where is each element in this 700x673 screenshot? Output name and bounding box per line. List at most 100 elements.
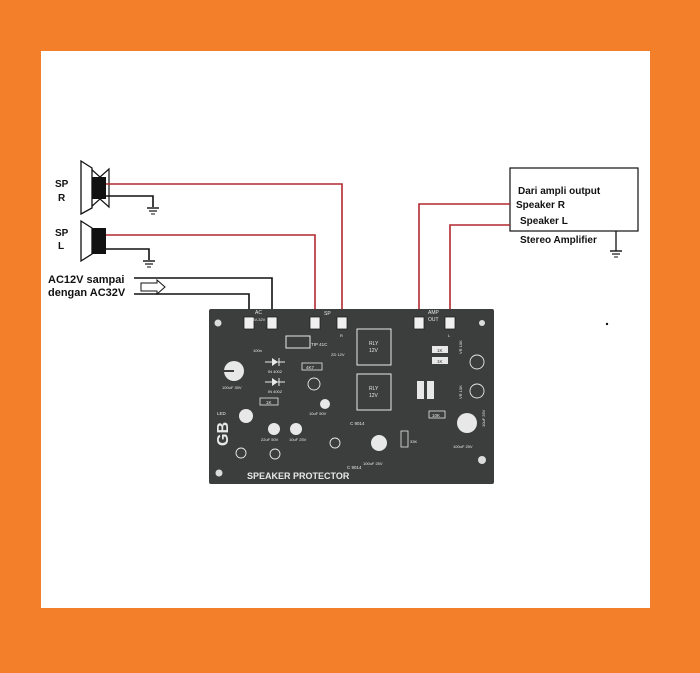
amp-speaker-l: Speaker L bbox=[520, 216, 568, 227]
sp-r-label-1: SP bbox=[55, 179, 69, 190]
pcb-logo: GB bbox=[215, 422, 232, 446]
mount-hole bbox=[215, 469, 223, 477]
amplifier-box bbox=[509, 167, 639, 232]
speaker-r bbox=[80, 159, 110, 216]
vr-2-label: VR 10K bbox=[458, 385, 463, 399]
cap-100-25b bbox=[457, 413, 477, 433]
relay-1-label: RLY bbox=[369, 341, 379, 347]
cap-10-label: 10uF 25V bbox=[289, 437, 307, 442]
mount-hole bbox=[214, 319, 222, 327]
pcb-l-mark: L bbox=[448, 333, 451, 338]
pcb-sp-label: SP bbox=[324, 311, 331, 317]
relay-2-label: RLY bbox=[369, 386, 379, 392]
sp-l-label-2: L bbox=[58, 241, 64, 252]
amp-l-wire bbox=[449, 224, 510, 317]
resistor-1k-b bbox=[432, 357, 448, 364]
cap-big-label: 100uF 35V bbox=[222, 385, 242, 390]
led-label: LED bbox=[217, 411, 227, 416]
cap-100-25-label: 100uF 25V bbox=[363, 461, 383, 466]
speaker-l bbox=[80, 219, 106, 263]
pcb-amp-label: AMP bbox=[428, 310, 440, 316]
mount-hole bbox=[478, 456, 486, 464]
pcb-r-mark: R bbox=[340, 333, 343, 338]
ac-label-1: AC12V sampai bbox=[48, 274, 124, 286]
resistor-33k bbox=[400, 430, 409, 448]
sp-l-ground-wire bbox=[106, 248, 150, 260]
tip41c-label: TIP 41C bbox=[311, 342, 328, 347]
amp-r-wire bbox=[418, 203, 510, 317]
resistor-10k bbox=[428, 410, 446, 419]
terminal-amp-l bbox=[444, 316, 456, 330]
ac-arrow-icon bbox=[140, 278, 166, 296]
diode-2 bbox=[265, 378, 285, 386]
speaker-r-body bbox=[92, 177, 106, 199]
transistor-left-2 bbox=[269, 448, 281, 460]
relay-1 bbox=[356, 328, 392, 366]
zd-label: ZD 12V bbox=[331, 352, 345, 357]
resistor-4k7 bbox=[301, 362, 323, 371]
amp-speaker-r: Speaker R bbox=[516, 200, 566, 211]
cap-22-label: 22uF 50V bbox=[261, 437, 279, 442]
pcb-substrate bbox=[209, 309, 494, 484]
r-10k-label: 10K bbox=[432, 413, 440, 418]
sp-r-label-2: R bbox=[58, 193, 66, 204]
diode-1-label: IN 4002 bbox=[268, 369, 283, 374]
r-4k7-label: 4K7 bbox=[306, 365, 315, 370]
ac-label-2: dengan AC32V bbox=[48, 287, 126, 299]
speaker-l-body bbox=[92, 228, 106, 254]
terminal-sp-r bbox=[336, 316, 348, 330]
terminal-ac-2 bbox=[266, 316, 278, 330]
vr-2 bbox=[469, 383, 485, 399]
c9014-b-label: C 9014 bbox=[347, 465, 362, 470]
pcb-ac-label: AC bbox=[255, 310, 262, 316]
r-1k-a-label: 1K bbox=[437, 348, 443, 353]
c9014-a-label: C 9014 bbox=[350, 421, 365, 426]
relay-2 bbox=[356, 373, 392, 411]
amp-line1: Dari ampli output bbox=[518, 186, 601, 197]
resistor-right-b bbox=[427, 381, 434, 399]
mount-hole bbox=[479, 320, 485, 326]
diode-1 bbox=[265, 358, 285, 366]
resistor-1k-mid bbox=[259, 397, 279, 406]
transistor-c9014 bbox=[329, 437, 341, 449]
resistor-1k-a bbox=[432, 346, 448, 353]
diode-2-label: IN 4002 bbox=[268, 389, 283, 394]
ground-symbol-amp bbox=[610, 250, 622, 258]
diagram-sheet: SP R SP L AC12V sampai dengan AC32V Dari… bbox=[41, 51, 650, 608]
terminal-ac-1 bbox=[243, 316, 255, 330]
relay-1-voltage: 12V bbox=[369, 348, 379, 354]
vr-1-label: VR 10K bbox=[458, 340, 463, 354]
pcb-ac-range: 18V-32V bbox=[250, 317, 266, 322]
r-1k-mid-label: 1K bbox=[266, 400, 272, 405]
cap-100-25b-label: 100uF 25V bbox=[453, 444, 473, 449]
vr-1 bbox=[469, 354, 485, 370]
pcb-out-label: OUT bbox=[428, 317, 439, 323]
r-33k-label: 33K bbox=[410, 439, 417, 444]
cap-10 bbox=[290, 423, 302, 435]
terminal-sp-l bbox=[309, 316, 321, 330]
speaker-r-horn bbox=[80, 159, 93, 216]
stray-dot bbox=[605, 322, 609, 326]
sp-r-ground-wire bbox=[106, 195, 154, 207]
ground-symbol-r bbox=[147, 207, 159, 215]
cap-10-25-label: 10uF 25V bbox=[481, 409, 486, 427]
terminal-amp-r bbox=[413, 316, 425, 330]
sp-l-label-1: SP bbox=[55, 228, 69, 239]
cap-led bbox=[239, 409, 253, 423]
r-1k-b-label: 1K bbox=[437, 359, 443, 364]
amp-title: Stereo Amplifier bbox=[520, 235, 597, 246]
wiring-diagram: SP R SP L AC12V sampai dengan AC32V Dari… bbox=[48, 159, 639, 484]
sp-l-signal-wire bbox=[106, 234, 316, 317]
cap-100-25 bbox=[371, 435, 387, 451]
cap-100n-label: 100n bbox=[253, 348, 262, 353]
ground-symbol-l bbox=[143, 260, 155, 268]
transistor-left bbox=[235, 447, 247, 459]
cap-22 bbox=[268, 423, 280, 435]
speaker-l-horn bbox=[80, 219, 93, 263]
cap-10b bbox=[320, 399, 330, 409]
tip41c-outline bbox=[285, 335, 311, 349]
ac-wire-1 bbox=[134, 277, 273, 317]
pcb-title: SPEAKER PROTECTOR bbox=[247, 471, 350, 481]
resistor-right-a bbox=[417, 381, 424, 399]
cap-10b-label: 10uF 50V bbox=[309, 411, 327, 416]
